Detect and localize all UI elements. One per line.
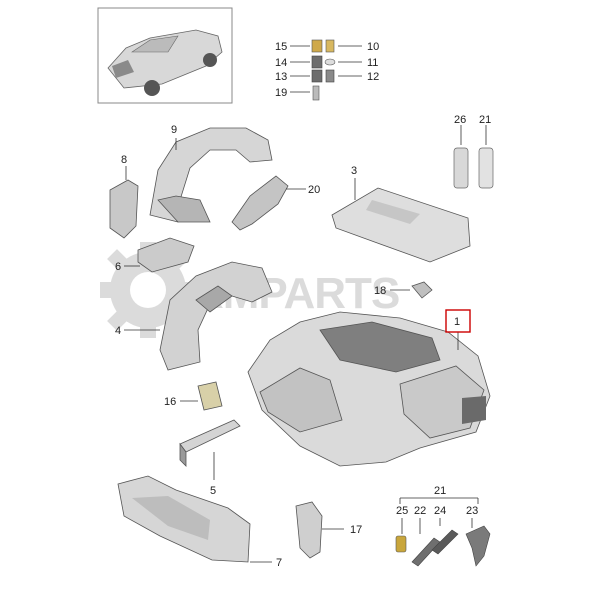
grommet-14 <box>311 55 323 69</box>
plug-12 <box>325 69 335 83</box>
callout-18: 18 <box>374 285 386 297</box>
callout-7: 7 <box>276 557 282 569</box>
callout-15: 15 <box>275 41 287 53</box>
bolt-19 <box>312 85 320 101</box>
callout-5: 5 <box>210 485 216 497</box>
tube-21 <box>478 147 494 189</box>
sealant-tubes: 26 21 <box>453 114 494 189</box>
washer-11 <box>324 58 336 66</box>
callout-8: 8 <box>121 154 127 166</box>
callout-19: 19 <box>275 87 287 99</box>
callout-4: 4 <box>115 325 121 337</box>
part-20-brace: 20 <box>231 175 320 231</box>
callout-6: 6 <box>115 261 121 273</box>
callout-21-top: 21 <box>479 114 491 126</box>
part-5-rail: 5 <box>179 419 241 497</box>
callout-16: 16 <box>164 396 176 408</box>
callout-24: 24 <box>434 505 446 517</box>
callout-26: 26 <box>454 114 466 126</box>
fastener-group: 15 10 14 11 13 12 19 <box>275 39 379 101</box>
nozzle-24 <box>431 529 459 555</box>
part-6-panel: 6 <box>115 237 195 273</box>
repair-kit-group: 21 25 22 24 23 <box>395 485 491 567</box>
callout-3: 3 <box>351 165 357 177</box>
callout-12: 12 <box>367 71 379 83</box>
callout-9: 9 <box>171 124 177 136</box>
callout-25: 25 <box>396 505 408 517</box>
part-17-bracket: 17 <box>295 501 362 559</box>
callout-13: 13 <box>275 71 287 83</box>
part-7-rear-panel: 7 <box>117 475 282 569</box>
callout-11: 11 <box>367 57 378 69</box>
callout-1-highlight-box <box>445 309 471 333</box>
part-9-wheel-housing: 9 <box>149 124 273 223</box>
tube-26 <box>453 147 469 189</box>
callout-14: 14 <box>275 57 287 69</box>
callout-20: 20 <box>308 184 320 196</box>
part-4-wheel-arch: 4 <box>115 261 273 371</box>
car-thumbnail <box>97 7 233 104</box>
callout-10: 10 <box>367 41 379 53</box>
grommet-13 <box>311 69 323 83</box>
callout-23: 23 <box>466 505 478 517</box>
bottle-25 <box>395 535 407 553</box>
applicator-gun-23 <box>465 525 491 567</box>
part-18-mount: 18 <box>374 281 433 299</box>
part-1-rear-body: 1 <box>247 309 491 467</box>
callout-22: 22 <box>414 505 426 517</box>
part-3-floor-panel: 3 <box>331 165 471 263</box>
part-8-bracket: 8 <box>109 154 139 239</box>
callout-21-bottom: 21 <box>434 485 446 497</box>
clip-10 <box>325 39 335 53</box>
callout-17: 17 <box>350 524 362 536</box>
callout-1: 1 <box>454 316 460 328</box>
clip-15 <box>311 39 323 53</box>
part-16-block: 16 <box>164 381 223 411</box>
